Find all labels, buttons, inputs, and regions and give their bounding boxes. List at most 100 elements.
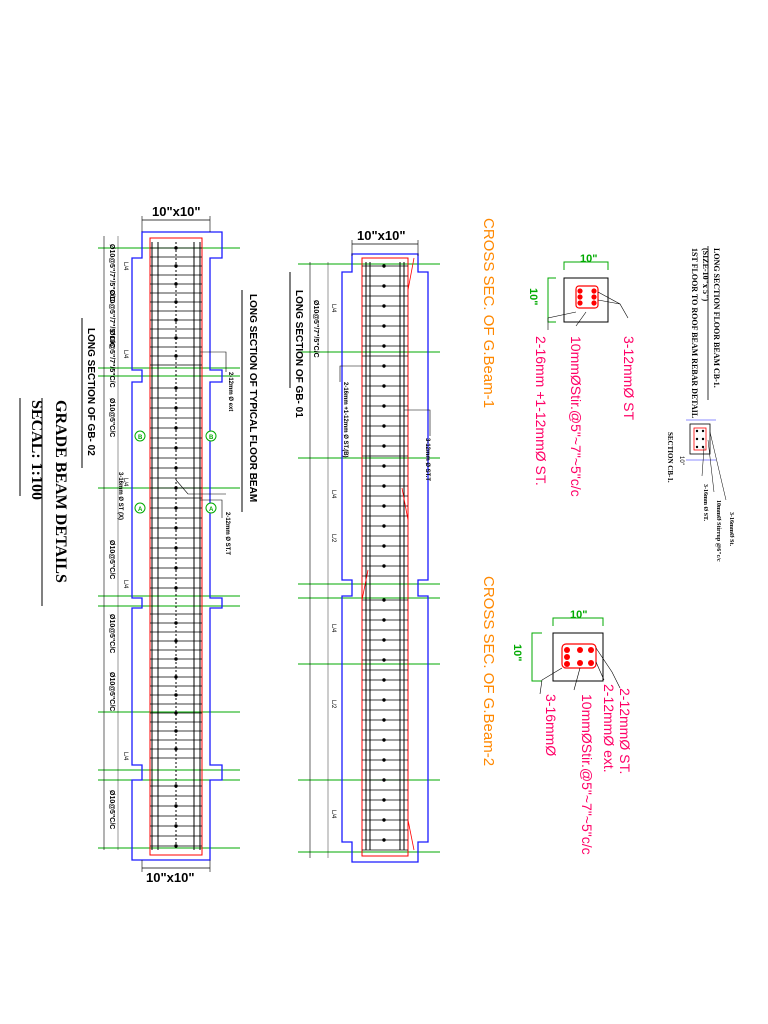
gb01-span-mark: L/2 bbox=[330, 534, 336, 543]
gb01-span-mark: L/4 bbox=[330, 490, 336, 499]
rebar-dot bbox=[174, 566, 178, 570]
rebar-dot bbox=[174, 844, 178, 848]
gb02-span-mark: L/4 bbox=[122, 350, 128, 359]
rebar-dot bbox=[382, 464, 386, 468]
gb02-callout-st: 3-16mm Ø ST (X) bbox=[117, 472, 123, 520]
cross2-bottom-bars: 3-16mmØ bbox=[543, 694, 559, 756]
rebar-dot bbox=[382, 344, 386, 348]
rebar-dot bbox=[174, 711, 178, 715]
rebar-dot bbox=[382, 838, 386, 842]
rebar-dot bbox=[174, 506, 178, 510]
rebar-dot bbox=[382, 758, 386, 762]
rebar-dot bbox=[174, 300, 178, 304]
title-block: GRADE BEAM DETAILS SECAL: 1:100 bbox=[19, 398, 69, 606]
rebar-dot bbox=[174, 693, 178, 697]
gb02-stirrup-note: Ø10@5"C/C bbox=[108, 672, 115, 711]
gb01-caption: LONG SECTION OF GB- 01 bbox=[293, 290, 304, 418]
rebar-dot bbox=[382, 324, 386, 328]
rebar-dot bbox=[382, 284, 386, 288]
cross2-extra-bars: 2-12mmØ ext. bbox=[601, 684, 617, 773]
gb02-size-top: 10"x10" bbox=[152, 204, 200, 219]
cb1-size: (SIZE-10"x 5") bbox=[701, 248, 710, 301]
rebar-dot bbox=[174, 675, 178, 679]
gb01-span-mark: L/2 bbox=[330, 700, 336, 709]
sheet-title: GRADE BEAM DETAILS bbox=[52, 400, 69, 583]
gb01-size: 10"x10" bbox=[357, 228, 405, 243]
rebar-dot bbox=[174, 729, 178, 733]
cb1-dim: 10" bbox=[678, 456, 684, 465]
gb02-long-section: 10"x10" 10"x10" Ø10@5"/7"/5"C/C Ø10@5"/7… bbox=[81, 204, 240, 885]
rebar-dot bbox=[382, 598, 386, 602]
rebar-dot bbox=[382, 504, 386, 508]
gb02-span-mark: L/4 bbox=[122, 752, 128, 761]
rebar-dot bbox=[382, 778, 386, 782]
cross2-stirrups: 10mmØStir.@5"~7"~5"c/c bbox=[579, 694, 595, 855]
rebar-dot bbox=[174, 282, 178, 286]
gb01-long-section: 10"x10" Ø10@5"/7"/5"C/C L/4 L/2 L/4 L/4 … bbox=[289, 228, 440, 863]
rebar-dot bbox=[382, 364, 386, 368]
gb02-stirrup-note: Ø10@5"/7"/5"C/C bbox=[108, 244, 115, 302]
rebar-dot bbox=[174, 546, 178, 550]
rebar-dot bbox=[174, 246, 178, 250]
section-marker: A bbox=[209, 507, 214, 513]
section-marker: B bbox=[138, 435, 143, 441]
rebar-dot bbox=[382, 818, 386, 822]
rebar-dot bbox=[174, 526, 178, 530]
rebar-dot bbox=[382, 384, 386, 388]
rebar-dot bbox=[382, 264, 386, 268]
gb02-stirrup-note: Ø10@5"/7"/5"C/C bbox=[108, 290, 115, 348]
rebar-dot bbox=[382, 304, 386, 308]
rebar-dot bbox=[382, 544, 386, 548]
section-marker: B bbox=[209, 435, 214, 441]
gb02-size-bottom: 10"x10" bbox=[146, 870, 194, 885]
cross2-depth: 10" bbox=[511, 644, 523, 661]
cb1-section-label: SECTION CB-1. bbox=[666, 432, 674, 483]
cross1-stirrups: 10mmØStir.@5"~7"~5"c/c bbox=[568, 336, 584, 497]
cross1-width: 10" bbox=[580, 253, 597, 265]
rebar-dot bbox=[174, 318, 178, 322]
rebar-dot bbox=[174, 426, 178, 430]
rebar-dot bbox=[174, 446, 178, 450]
rebar-dot bbox=[382, 638, 386, 642]
rebar-dot bbox=[174, 586, 178, 590]
rebar-dot bbox=[174, 639, 178, 643]
rebar-dot bbox=[382, 564, 386, 568]
cross-section-gbeam-1: CROSS SEC. OF G.Beam-1 10" 10" 3-12mmØ S… bbox=[480, 218, 637, 497]
section-marker: A bbox=[138, 507, 143, 513]
cross1-bottom-bars: 2-16mm +1-12mmØ ST. bbox=[533, 336, 549, 486]
gb02-stirrup-note: Ø10@5"C/C bbox=[108, 790, 115, 829]
gb01-callout-top: 3-12mm Ø ST.T bbox=[424, 438, 430, 481]
rebar-dot bbox=[382, 738, 386, 742]
cb1-title: LONG SECTION FLOOR BEAM CB-1. bbox=[712, 248, 721, 388]
rebar-dot bbox=[174, 824, 178, 828]
gb01-stirrup-note: Ø10@5"/7"/5"C/C bbox=[312, 300, 319, 358]
gb01-callout-bottom: 2-16mm +1-12mm Ø ST.(B) bbox=[342, 382, 348, 458]
typical-caption: LONG SECTION OF TYPICAL FLOOR BEAM bbox=[247, 294, 258, 502]
rebar-dot bbox=[382, 484, 386, 488]
gb02-span-mark: L/4 bbox=[122, 262, 128, 271]
rebar-dot bbox=[382, 618, 386, 622]
gb02-caption: LONG SECTION OF GB- 02 bbox=[85, 328, 96, 456]
rebar-dot bbox=[382, 404, 386, 408]
rebar-dot bbox=[382, 678, 386, 682]
rebar-dot bbox=[174, 784, 178, 788]
gb02-span-mark: L/4 bbox=[122, 478, 128, 487]
cb1-detail: LONG SECTION FLOOR BEAM CB-1. (SIZE-10"x… bbox=[666, 246, 734, 562]
cross2-title: CROSS SEC. OF G.Beam-2 bbox=[480, 576, 497, 766]
cross1-title: CROSS SEC. OF G.Beam-1 bbox=[480, 218, 497, 408]
gb02-stirrup-note: Ø10@5"C/C bbox=[108, 540, 115, 579]
gb02-span-mark: L/4 bbox=[122, 580, 128, 589]
rebar-dot bbox=[382, 718, 386, 722]
sheet-scale: SECAL: 1:100 bbox=[28, 400, 45, 500]
cross1-top-bars: 3-12mmØ ST bbox=[621, 336, 637, 420]
cross1-depth: 10" bbox=[527, 288, 539, 305]
typical-floor-beam-label: LONG SECTION OF TYPICAL FLOOR BEAM bbox=[241, 290, 258, 512]
cb1-note-stir: 10mmØ Stirrup @6"c/c bbox=[715, 500, 721, 562]
gb02-callout-ext: 2-12mm Ø ext bbox=[227, 372, 233, 411]
cb1-note-top: 3-16mmØ St. bbox=[728, 512, 734, 546]
rebar-dot bbox=[174, 804, 178, 808]
gb02-stirrup-note: Ø10@5"C/C bbox=[108, 614, 115, 653]
cross-section-gbeam-2: CROSS SEC. OF G.Beam-2 10" 10" 2-12mmØ S… bbox=[480, 576, 633, 855]
cb1-subtitle: 1ST FLOOR TO ROOF BEAM REBAR DETAIL bbox=[690, 248, 699, 418]
rebar-dot bbox=[382, 798, 386, 802]
